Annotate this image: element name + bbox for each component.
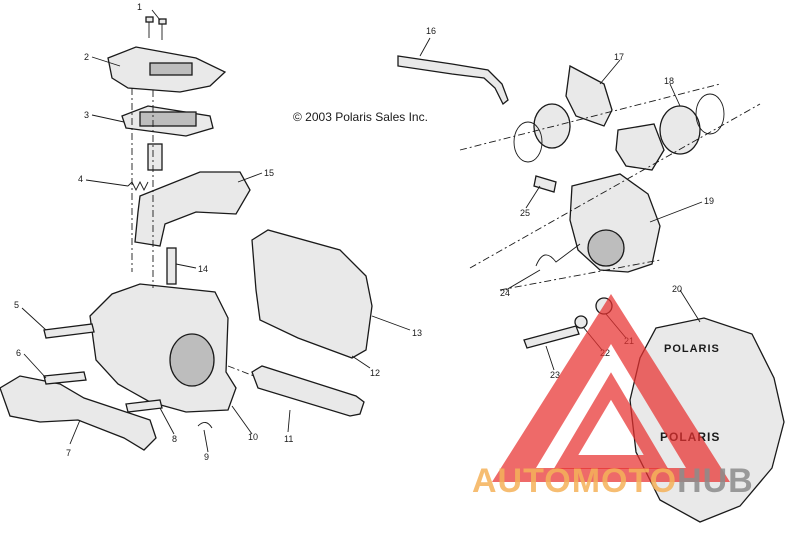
part-23-bolt <box>523 325 580 349</box>
part-8-bolt <box>125 399 163 413</box>
callout-23: 23 <box>550 370 561 380</box>
callout-10: 10 <box>248 432 259 442</box>
callout-9: 9 <box>204 452 210 462</box>
part-5-bolt <box>43 323 95 339</box>
watermark-logo-icon <box>492 294 730 482</box>
watermark-text-part2: HUB <box>677 462 754 500</box>
callout-4: 4 <box>78 174 84 184</box>
callout-14: 14 <box>198 264 209 274</box>
caliper-bore <box>587 229 625 267</box>
callout-16: 16 <box>426 26 437 36</box>
part-18-brake-pad <box>615 123 665 171</box>
part-17-brake-pad <box>565 64 613 127</box>
brand-label-top: POLARIS <box>664 343 720 355</box>
part-2-cover-window <box>149 62 193 76</box>
callout-6: 6 <box>16 348 22 358</box>
part-3-gasket-inner <box>139 111 197 127</box>
part-11-throttle-tube <box>251 365 365 417</box>
part-9-clip <box>197 422 213 429</box>
callout-13: 13 <box>412 328 423 338</box>
callout-17: 17 <box>614 52 625 62</box>
part-6-bolt <box>43 371 87 385</box>
callout-8: 8 <box>172 434 178 444</box>
callout-25: 25 <box>520 208 531 218</box>
o-ring-2 <box>513 121 543 163</box>
part-1-screws <box>145 16 167 40</box>
watermark-text-part1: AUTOMOTO <box>472 462 678 500</box>
bushing <box>147 143 163 171</box>
part-22-washer <box>574 315 588 329</box>
part-16-brake-line <box>397 55 509 106</box>
piston-2 <box>533 103 571 149</box>
callout-24: 24 <box>500 288 511 298</box>
callout-19: 19 <box>704 196 715 206</box>
callout-1: 1 <box>137 2 143 12</box>
part-24-retainer <box>535 243 581 267</box>
part-12-lower-cover <box>251 229 373 359</box>
callout-11: 11 <box>284 434 294 444</box>
callout-15: 15 <box>264 168 275 178</box>
callout-2: 2 <box>84 52 90 62</box>
piston <box>659 105 701 155</box>
handlebar-bore <box>169 333 215 387</box>
part-25-bleeder <box>533 175 557 193</box>
callout-18: 18 <box>664 76 675 86</box>
part-14-pin <box>166 247 177 285</box>
callout-7: 7 <box>66 448 72 458</box>
callout-3: 3 <box>84 110 90 120</box>
o-ring <box>695 93 725 135</box>
callout-12: 12 <box>370 368 381 378</box>
watermark-text: AUTOMOTOHUB <box>472 461 754 501</box>
copyright-notice: © 2003 Polaris Sales Inc. <box>293 110 428 124</box>
callout-5: 5 <box>14 300 20 310</box>
part-4-spring <box>127 180 149 192</box>
part-10-housing <box>89 283 237 413</box>
part-15-throttle-lever <box>134 171 251 247</box>
callout-20: 20 <box>672 284 683 294</box>
